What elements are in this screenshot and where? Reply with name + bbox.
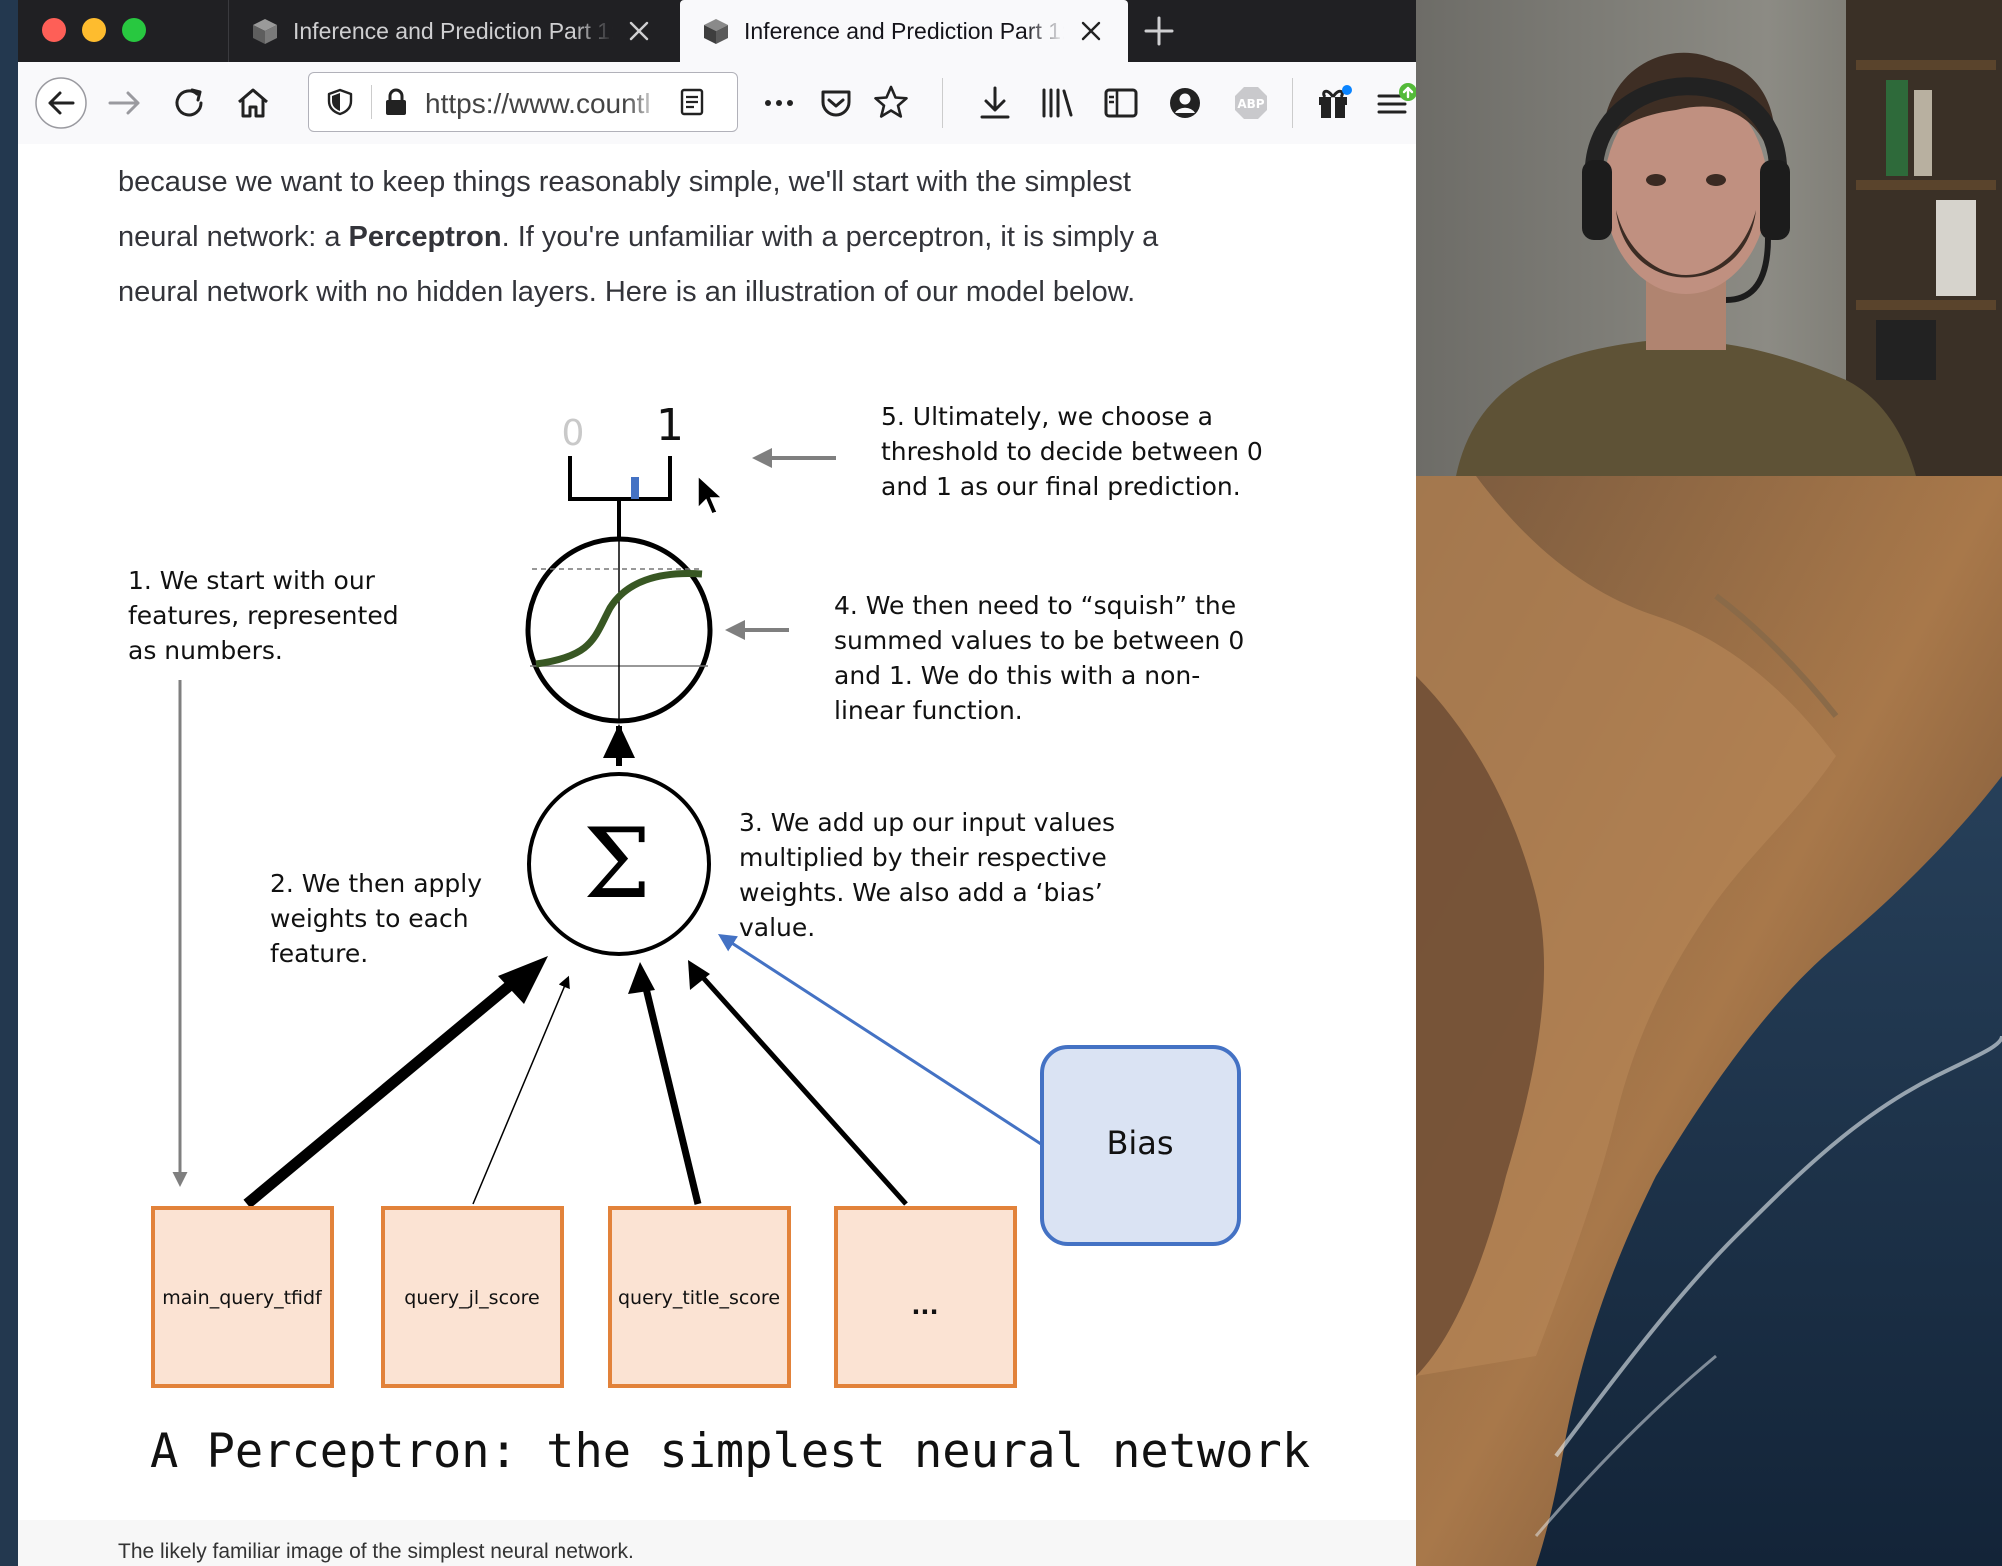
- feature-box-query-jl-score: [381, 1206, 564, 1388]
- article-text: . If you're unfamiliar with a perceptron…: [501, 221, 1159, 253]
- feature-box-main-query-tfidf: [151, 1206, 334, 1388]
- tab-inference-2[interactable]: Inference and Prediction Part 1:: [680, 0, 1128, 62]
- menu-hamburger-icon[interactable]: [1374, 82, 1416, 124]
- feature-label: query_jl_score: [404, 1287, 539, 1309]
- figure-caption: The likely familiar image of the simples…: [118, 1540, 634, 1563]
- perceptron-bold-term: Perceptron: [348, 221, 502, 253]
- sigma-symbol: Σ: [583, 808, 651, 920]
- gift-icon[interactable]: [1312, 82, 1354, 124]
- library-icon[interactable]: [1036, 82, 1078, 124]
- weight-arrow-query-jl-score: [472, 975, 570, 1205]
- close-icon[interactable]: [624, 16, 654, 46]
- note-2: 2. We then apply weights to each feature…: [270, 869, 490, 968]
- browser-window: Inference and Prediction Part 1: Inferen…: [18, 0, 1416, 1566]
- output-label-one: 1: [656, 400, 684, 451]
- tab-bar: Inference and Prediction Part 1: Inferen…: [18, 0, 1416, 62]
- reader-view-icon[interactable]: [677, 87, 707, 117]
- new-tab-plus-icon[interactable]: [1140, 12, 1178, 50]
- summation-node: [527, 772, 711, 956]
- forward-arrow-icon[interactable]: [104, 82, 146, 124]
- adblock-icon[interactable]: ABP: [1230, 82, 1272, 124]
- threshold-bracket: [568, 456, 672, 501]
- desktop-wallpaper: [1416, 476, 2002, 1566]
- pocket-icon[interactable]: [815, 82, 857, 124]
- svg-text:ABP: ABP: [1237, 97, 1264, 111]
- window-minimize-button[interactable]: [82, 18, 106, 42]
- url-bar[interactable]: https://www.countl: [308, 72, 738, 132]
- account-icon[interactable]: [1164, 82, 1206, 124]
- toolbar-divider: [1292, 78, 1293, 128]
- tab-inference-1[interactable]: Inference and Prediction Part 1:: [228, 0, 676, 62]
- threshold-marker: [631, 477, 639, 499]
- article-text: neural network: a: [118, 221, 349, 253]
- feature-label: query_title_score: [618, 1287, 780, 1309]
- tracking-shield-icon[interactable]: [325, 87, 355, 117]
- tab-title: Inference and Prediction Part 1:: [744, 17, 1064, 44]
- perceptron-diagram: 0 1 Σ: [128, 400, 1310, 1479]
- home-icon[interactable]: [232, 82, 274, 124]
- weight-arrowhead: [688, 960, 710, 990]
- feature-box-more: [834, 1206, 1017, 1388]
- cube-icon: [253, 19, 277, 44]
- note-4: 4. We then need to “squish” the summed v…: [834, 591, 1252, 725]
- url-divider: [371, 85, 372, 119]
- caption-background: [18, 1520, 1416, 1566]
- note-1: 1. We start with our features, represent…: [128, 566, 407, 665]
- diagram-title: A Perceptron: the simplest neural networ…: [150, 1424, 1310, 1479]
- webcam-person-image: [1416, 0, 2002, 476]
- weight-arrowhead: [498, 956, 548, 1004]
- page-content: because we want to keep things reasonabl…: [18, 144, 1416, 1566]
- output-label-zero: 0: [562, 413, 585, 454]
- url-text[interactable]: https://www.countl: [425, 88, 651, 119]
- weight-arrow-other: [696, 970, 908, 1206]
- sidebar-icon[interactable]: [1100, 82, 1142, 124]
- feature-label: main_query_tfidf: [162, 1287, 323, 1309]
- cube-icon: [704, 19, 728, 44]
- bookmark-star-icon[interactable]: [870, 82, 912, 124]
- close-icon[interactable]: [1076, 16, 1106, 46]
- feature-label: ...: [911, 1292, 938, 1320]
- coastline-landscape-image: [1416, 476, 2002, 1566]
- navigation-toolbar: https://www.countl: [18, 62, 1416, 145]
- note-3: 3. We add up our input values multiplied…: [739, 808, 1123, 942]
- tab-title: Inference and Prediction Part 1:: [293, 17, 613, 44]
- feature-box-query-title-score: [608, 1206, 791, 1388]
- sum-to-sigmoid-arrowhead: [603, 724, 635, 758]
- toolbar-divider: [942, 78, 943, 128]
- weight-arrow-main-query-tfidf: [243, 967, 530, 1209]
- window-close-button[interactable]: [42, 18, 66, 42]
- download-icon[interactable]: [974, 82, 1016, 124]
- bias-arrow: [717, 934, 1042, 1146]
- weight-arrowhead: [628, 962, 655, 994]
- lock-icon[interactable]: [381, 86, 411, 118]
- webcam-video-feed: [1416, 0, 2002, 476]
- mouse-cursor-icon: [697, 474, 724, 515]
- bias-label: Bias: [1106, 1124, 1173, 1162]
- article-paragraph-line: neural network with no hidden layers. He…: [118, 276, 1136, 308]
- window-maximize-button[interactable]: [122, 18, 146, 42]
- sigmoid-curve: [535, 570, 703, 668]
- bias-box: [1040, 1045, 1241, 1246]
- more-actions-icon[interactable]: [758, 82, 800, 124]
- article-paragraph-line: neural network: a Perceptron. If you're …: [118, 221, 1158, 254]
- note-5: 5. Ultimately, we choose a threshold to …: [881, 402, 1271, 501]
- back-arrow-icon[interactable]: [34, 76, 88, 130]
- article-paragraph-line: because we want to keep things reasonabl…: [118, 166, 1131, 198]
- reload-icon[interactable]: [168, 82, 210, 124]
- weight-arrow-query-title-score: [641, 983, 702, 1205]
